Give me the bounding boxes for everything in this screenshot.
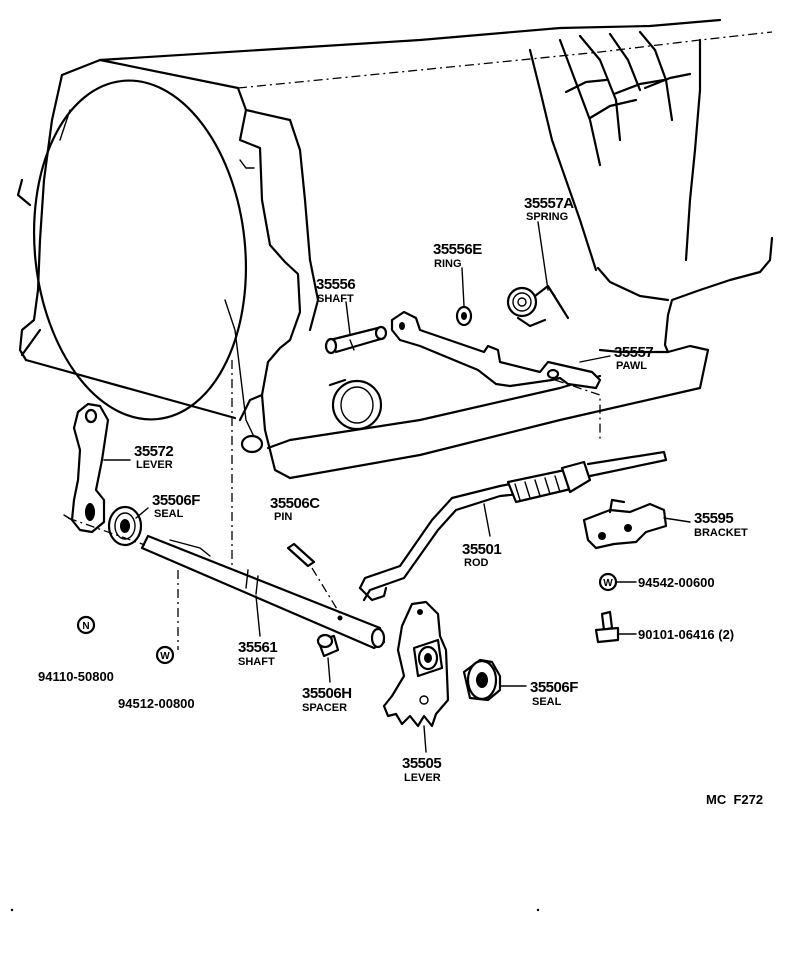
diagram-reference: MC F272 (706, 792, 763, 807)
lever-35505-drawing (382, 600, 450, 728)
label-35506h: 35506H SPACER (302, 685, 352, 714)
label-35505: 35505 LEVER (402, 755, 442, 784)
part-number: 35561 (238, 639, 277, 656)
bracket-35595-drawing (582, 498, 668, 550)
label-35572: 35572 LEVER (134, 443, 174, 471)
rod-35501-drawing (358, 450, 668, 602)
hardware-number: 94110-50800 (38, 669, 114, 684)
shaft-35561-drawing (67, 517, 386, 650)
hardware-number: 94512-00800 (118, 696, 195, 711)
part-number: 35506F (530, 679, 578, 696)
pawl-35557-drawing (390, 310, 602, 390)
hardware-symbol: N (82, 621, 89, 632)
hardware-symbol: W (160, 651, 170, 662)
part-number: 35556E (433, 241, 482, 258)
hardware-94110: N 94110-50800 (38, 615, 114, 684)
part-name: SHAFT (317, 293, 354, 305)
part-name: PAWL (616, 360, 647, 372)
part-number: 35556 (316, 276, 355, 293)
part-name: SEAL (154, 508, 184, 520)
part-number: 35506F (152, 492, 200, 509)
part-name: ROD (464, 557, 489, 569)
part-name: BRACKET (694, 527, 748, 539)
part-labels: 35557A SPRING 35556E RING 35556 SHAFT 35… (134, 195, 748, 784)
pin-35506c-drawing (286, 542, 341, 615)
part-name: SEAL (532, 696, 562, 708)
hardware-number: 94542-00600 (638, 575, 715, 590)
bolt-90101-drawing (594, 610, 620, 644)
spring-35557a-drawing (506, 284, 570, 328)
shaft-35556-drawing (324, 325, 388, 355)
leader-lines (103, 221, 691, 753)
label-35556: 35556 SHAFT (316, 276, 356, 305)
hardware-90101: 90101-06416 (2) (638, 627, 734, 642)
seal-35506f-left-drawing (107, 505, 143, 547)
label-35561: 35561 SHAFT (238, 639, 278, 668)
part-number: 35572 (134, 443, 173, 460)
part-name: PIN (274, 511, 292, 523)
seal-35506f-right-drawing (462, 658, 502, 702)
part-name: SHAFT (238, 656, 275, 668)
hardware-94542: W 94542-00600 (598, 572, 715, 592)
part-number: 35595 (694, 510, 733, 527)
part-name: LEVER (404, 772, 441, 784)
label-35501: 35501 ROD (462, 541, 502, 569)
hardware-number: 90101-06416 (2) (638, 627, 734, 642)
speck (10, 908, 14, 912)
part-name: RING (434, 258, 462, 270)
label-35506f-left: 35506F SEAL (152, 492, 201, 520)
washer-symbol-icon (598, 572, 618, 592)
part-name: SPRING (526, 211, 568, 223)
part-name: LEVER (136, 459, 173, 471)
hardware-labels: W 94542-00600 90101-06416 (2) N 94110-50… (38, 572, 734, 711)
ring-35556e-drawing (455, 305, 473, 327)
nut-symbol-icon (76, 615, 96, 635)
transmission-case (16, 18, 774, 565)
label-35557a: 35557A SPRING (524, 195, 575, 223)
hardware-94512: W 94512-00800 (118, 645, 195, 711)
label-35556e: 35556E RING (433, 241, 483, 270)
speck (536, 908, 540, 912)
part-number: 35501 (462, 541, 501, 558)
part-name: SPACER (302, 702, 347, 714)
label-35506c: 35506C PIN (270, 495, 321, 523)
part-number: 35557 (614, 344, 653, 361)
label-35557: 35557 PAWL (614, 344, 654, 372)
part-number: 35506C (270, 495, 320, 512)
label-35506f-right: 35506F SEAL (530, 679, 579, 708)
part-number: 35557A (524, 195, 574, 212)
part-number: 35506H (302, 685, 352, 702)
lever-35572-drawing (63, 402, 110, 534)
spacer-35506h-drawing (316, 633, 340, 658)
label-35595: 35595 BRACKET (694, 510, 748, 539)
washer-symbol-icon (155, 645, 175, 665)
hardware-symbol: W (603, 578, 613, 589)
part-number: 35505 (402, 755, 441, 772)
